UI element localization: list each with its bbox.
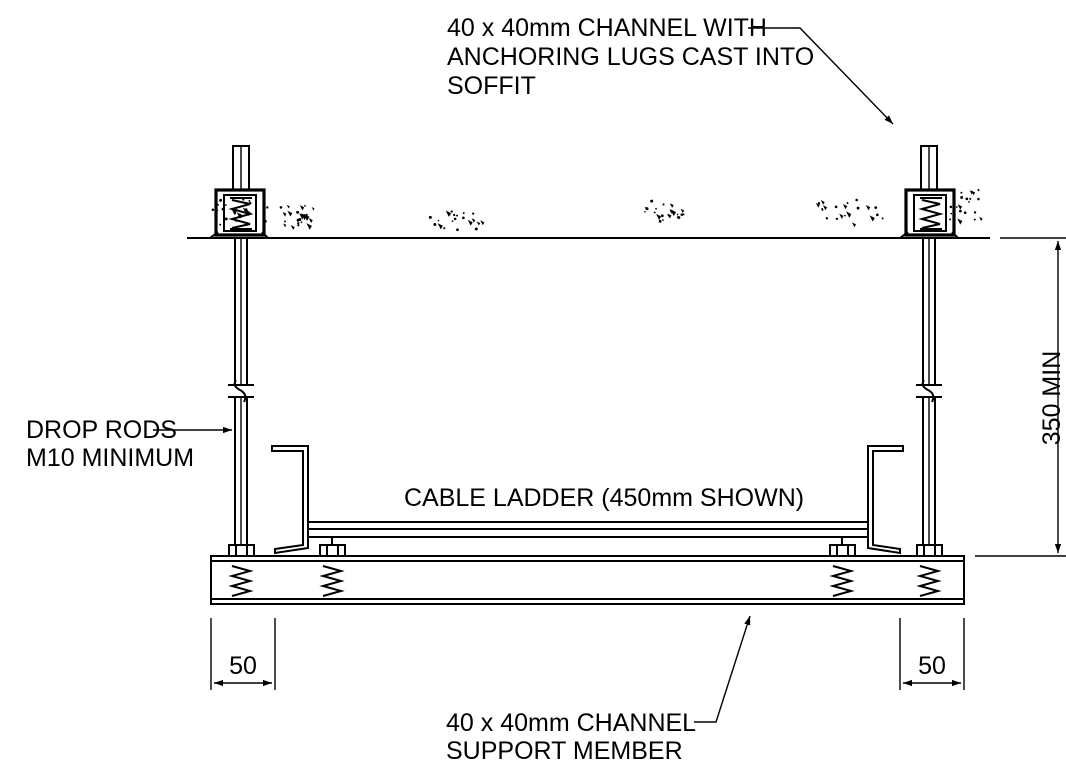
dimension-right-label: 50 xyxy=(918,652,946,680)
cable-ladder xyxy=(271,445,904,555)
drop-rod-right xyxy=(916,145,942,545)
nut-spring-left-inner xyxy=(319,537,346,597)
dimension-50-right xyxy=(899,618,965,690)
top-channel-label-line3: SOFFIT xyxy=(447,72,536,100)
dimension-350-min xyxy=(975,237,1066,557)
support-member-label-line1: 40 x 40mm CHANNEL xyxy=(446,709,696,737)
drop-rods-label-line1: DROP RODS xyxy=(26,416,177,444)
dimension-50-left xyxy=(210,618,276,690)
spring-top-right xyxy=(918,197,944,230)
nut-spring-right-inner xyxy=(829,537,856,597)
support-member-label-line2: SUPPORT MEMBER xyxy=(446,737,683,765)
top-channel-label-line2: ANCHORING LUGS CAST INTO xyxy=(447,43,814,71)
top-channel-label-line1: 40 x 40mm CHANNEL WITH xyxy=(447,14,767,42)
leader-support-member xyxy=(694,615,751,723)
nut-spring-left-outer xyxy=(228,544,255,597)
cable-ladder-label: CABLE LADDER (450mm SHOWN) xyxy=(404,484,804,512)
drop-rods-label-line2: M10 MINIMUM xyxy=(26,444,194,472)
nut-spring-right-outer xyxy=(916,544,943,597)
support-channel-member xyxy=(210,555,965,605)
concrete-speckles xyxy=(211,188,983,232)
drop-rod-left xyxy=(228,145,254,545)
dimension-height-label: 350 MIN xyxy=(1038,351,1066,445)
dimension-left-label: 50 xyxy=(229,652,257,680)
leader-top-channel xyxy=(748,27,894,125)
spring-top-left xyxy=(228,197,254,230)
